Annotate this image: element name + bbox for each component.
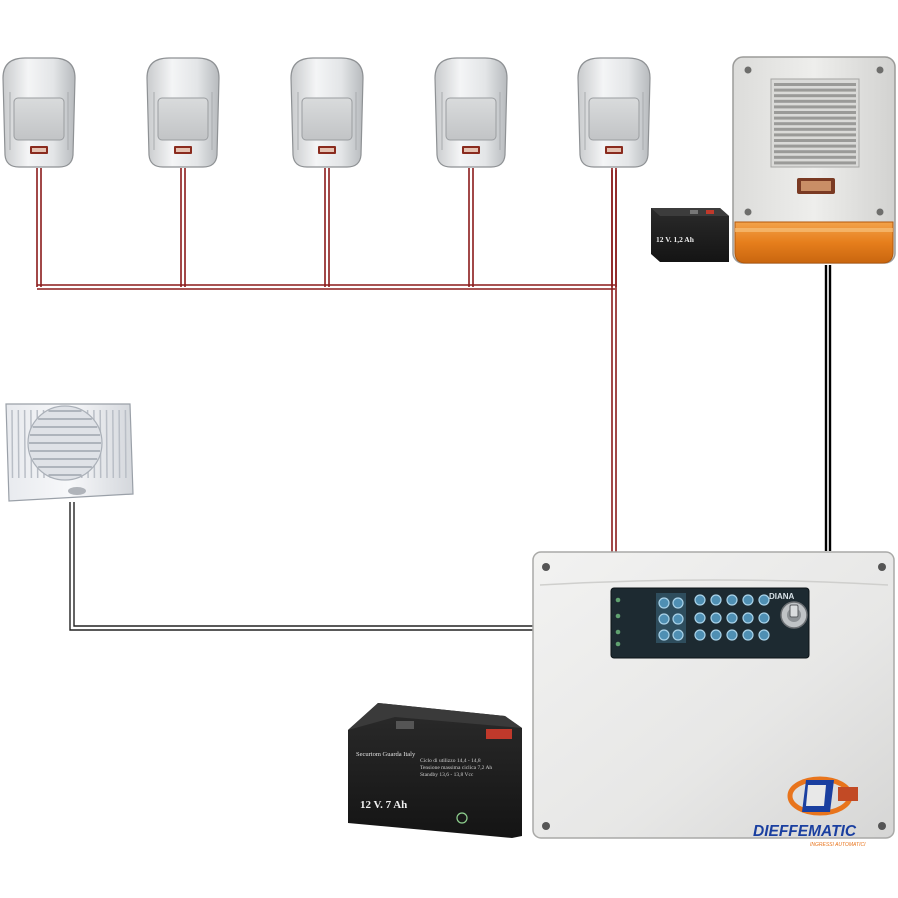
logo-tagline: INGRESSI AUTOMATICI	[810, 842, 866, 848]
panel-battery-spec-3: Standby 13,6 - 13,8 Vcc	[420, 772, 474, 778]
pir-sensor	[2, 57, 76, 168]
pir-sensor	[290, 57, 364, 168]
status-led-icon	[615, 641, 621, 647]
keypad-button-icon	[710, 612, 722, 624]
sensor-trunk-wire	[611, 170, 617, 552]
control-panel-keypad: DIANA	[610, 587, 810, 659]
siren-flasher-lens	[734, 221, 894, 264]
keypad-button-icon	[672, 597, 684, 609]
keypad-button-icon	[758, 612, 770, 624]
wires	[36, 168, 832, 631]
keypad-button-icon	[672, 629, 684, 641]
keypad-button-icon	[694, 594, 706, 606]
panel-battery: Securtom Guarda Italy Ciclo di utilizzo …	[348, 703, 522, 838]
pir-sensor	[434, 57, 508, 168]
key-switch-icon	[780, 601, 808, 629]
recycle-icon	[456, 812, 468, 824]
indoor-siren	[5, 403, 134, 502]
pir-sensors	[2, 57, 651, 168]
keypad-button-icon	[694, 629, 706, 641]
keypad-button-icon	[758, 629, 770, 641]
keypad-button-icon	[742, 612, 754, 624]
keypad-button-icon	[658, 597, 670, 609]
panel-battery-spec-2: Tensione massima ciclica 7,2 Ah	[420, 765, 492, 771]
pir-lens	[588, 97, 640, 141]
control-panel: DIANA	[532, 551, 895, 839]
keypad-button-icon	[726, 594, 738, 606]
status-led-icon	[615, 597, 621, 603]
keypad-button-icon	[658, 629, 670, 641]
panel-battery-spec-1: Ciclo di utilizzo 14,4 - 14,8	[420, 758, 481, 764]
pir-lens	[157, 97, 209, 141]
keypad-button-icon	[658, 613, 670, 625]
panel-battery-brand: Securtom Guarda Italy	[356, 751, 416, 758]
pir-lens	[301, 97, 353, 141]
pir-sensor	[577, 57, 651, 168]
keypad-button-icon	[672, 613, 684, 625]
keypad-button-icon	[742, 629, 754, 641]
outdoor-siren	[732, 56, 896, 264]
siren-battery-label: 12 V. 1,2 Ah	[656, 235, 695, 244]
sensor-drop-wires	[36, 168, 617, 287]
siren-grill	[770, 78, 860, 168]
pir-lens	[13, 97, 65, 141]
keypad-button-icon	[726, 629, 738, 641]
pir-sensor	[146, 57, 220, 168]
dieffematic-logo: DIEFFEMATIC INGRESSI AUTOMATICI	[753, 776, 866, 848]
keypad-button-icon	[742, 594, 754, 606]
keypad-button-icon	[710, 629, 722, 641]
siren-battery: 12 V. 1,2 Ah	[651, 208, 729, 262]
logo-text: DIEFFEMATIC	[753, 823, 857, 840]
keypad-button-icon	[726, 612, 738, 624]
keypad-button-icon	[758, 594, 770, 606]
status-led-icon	[615, 613, 621, 619]
indoor-siren-logo-icon	[68, 487, 86, 495]
keypad-button-icon	[710, 594, 722, 606]
pir-lens	[445, 97, 497, 141]
indoor-siren-cable	[69, 502, 535, 631]
keypad-button-icon	[694, 612, 706, 624]
panel-battery-label: 12 V. 7 Ah	[360, 799, 407, 811]
siren-cable	[824, 265, 832, 551]
sensor-bus-wire	[37, 284, 615, 290]
control-panel-brand-label: DIANA	[769, 592, 795, 601]
status-led-icon	[615, 629, 621, 635]
